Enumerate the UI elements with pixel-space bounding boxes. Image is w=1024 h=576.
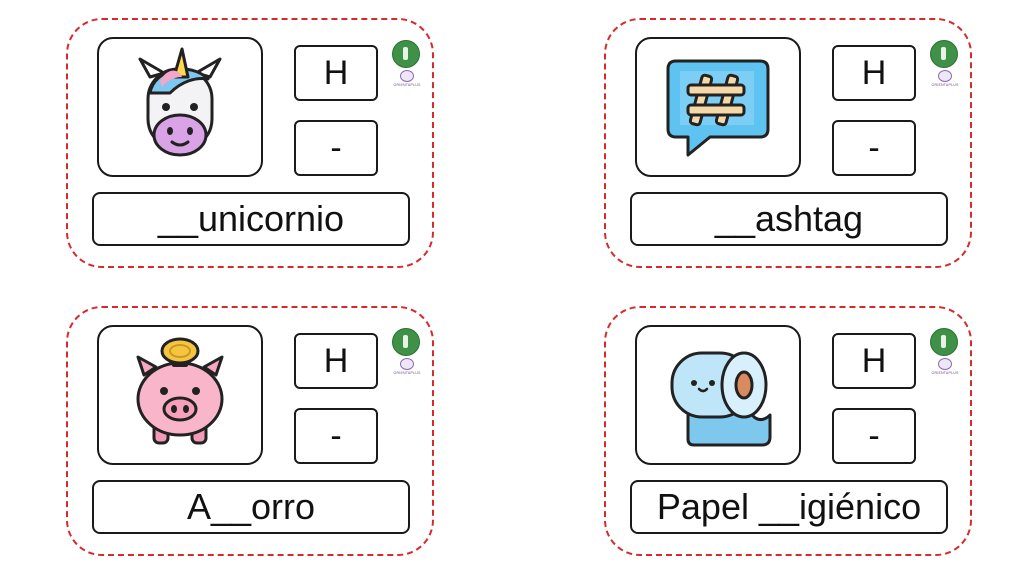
option-h-button[interactable]: H — [294, 333, 378, 389]
brand-tag: ORIENTAPLUS — [931, 370, 959, 375]
brand-logo: ORIENTAPLUS — [924, 70, 966, 92]
word-card-papel-higienico: H - Papel __igiénico ORIENTAPLUS — [604, 306, 972, 556]
brand-tag: ORIENTAPLUS — [393, 370, 421, 375]
option-h-button[interactable]: H — [832, 45, 916, 101]
picture-frame — [97, 37, 263, 177]
word-card-ahorro: H - A__orro ORIENTAPLUS — [66, 306, 434, 556]
tree-icon — [938, 358, 952, 370]
option-dash-button[interactable]: - — [294, 408, 378, 464]
logo-icon — [392, 40, 420, 68]
option-dash-button[interactable]: - — [832, 120, 916, 176]
piggy-bank-icon — [136, 337, 224, 445]
picture-frame — [635, 325, 801, 465]
word-field: __unicornio — [92, 192, 410, 246]
option-h-button[interactable]: H — [294, 45, 378, 101]
word-card-hashtag: H - __ashtag ORIENTAPLUS — [604, 18, 972, 268]
word-field: A__orro — [92, 480, 410, 534]
word-field: Papel __igiénico — [630, 480, 948, 534]
tree-icon — [400, 358, 414, 370]
brand-logo: ORIENTAPLUS — [386, 70, 428, 92]
option-dash-button[interactable]: - — [832, 408, 916, 464]
brand-logo: ORIENTAPLUS — [386, 358, 428, 380]
logo-icon — [392, 328, 420, 356]
unicorn-icon — [138, 47, 222, 157]
toilet-paper-icon — [670, 351, 772, 447]
word-field: __ashtag — [630, 192, 948, 246]
option-dash-button[interactable]: - — [294, 120, 378, 176]
brand-logo: ORIENTAPLUS — [924, 358, 966, 380]
word-card-unicornio: H - __unicornio ORIENTAPLUS — [66, 18, 434, 268]
picture-frame — [635, 37, 801, 177]
brand-tag: ORIENTAPLUS — [393, 82, 421, 87]
logo-icon — [930, 328, 958, 356]
brand-tag: ORIENTAPLUS — [931, 82, 959, 87]
tree-icon — [938, 70, 952, 82]
hashtag-chat-icon — [666, 59, 770, 157]
logo-icon — [930, 40, 958, 68]
picture-frame — [97, 325, 263, 465]
option-h-button[interactable]: H — [832, 333, 916, 389]
tree-icon — [400, 70, 414, 82]
